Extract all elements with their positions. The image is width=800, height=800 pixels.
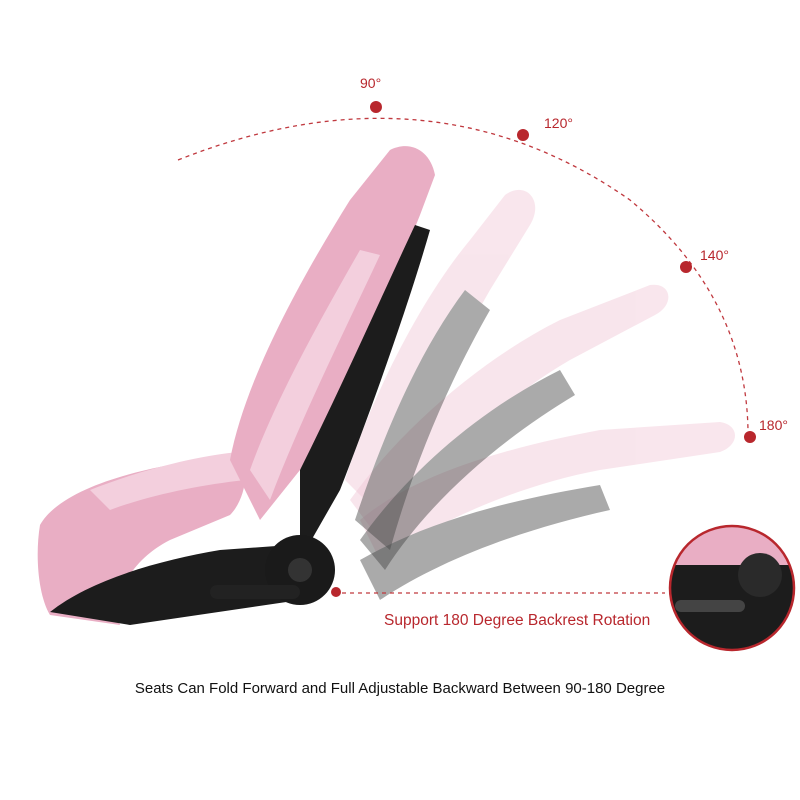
product-caption: Seats Can Fold Forward and Full Adjustab…	[134, 680, 666, 697]
backrest-ghost-180	[360, 422, 735, 600]
angle-label-120: 120°	[544, 115, 573, 131]
rotation-callout: Support 180 Degree Backrest Rotation	[384, 612, 651, 629]
angle-label-180: 180°	[759, 417, 788, 433]
angle-label-140: 140°	[700, 247, 729, 263]
angle-label-90: 90°	[360, 75, 382, 91]
detail-zoom-circle	[668, 524, 796, 652]
marker-90	[370, 101, 382, 113]
hinge-marker	[331, 587, 341, 597]
recliner-hinge	[210, 535, 335, 605]
backrest-upright	[230, 146, 435, 560]
marker-180	[744, 431, 756, 443]
backrest-ghost-120	[345, 189, 536, 550]
backrest-ghost-140	[350, 284, 669, 570]
rotation-arc	[177, 117, 749, 441]
seat-cushion	[37, 452, 300, 625]
marker-140	[680, 261, 692, 273]
marker-120	[517, 129, 529, 141]
